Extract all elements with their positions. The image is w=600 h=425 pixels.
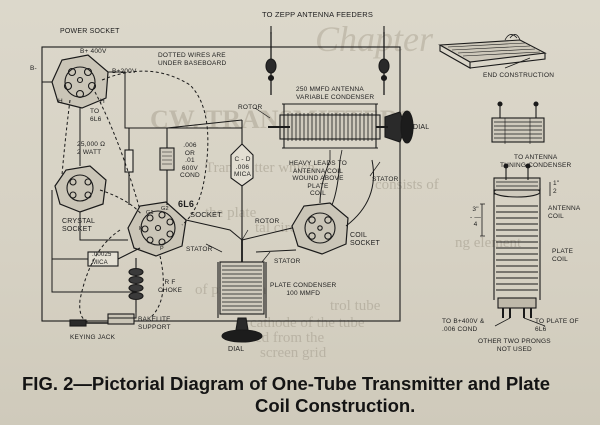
- antenna-variable-condenser: [268, 103, 381, 149]
- label-heavy-leads: HEAVY LEADS TO ANTENNA COIL WOUND ABOVE …: [289, 160, 347, 197]
- bg-body-line: consists of: [375, 177, 439, 193]
- coil-construction-detail: [480, 101, 551, 327]
- leader-lines: [205, 107, 381, 263]
- label-to-b400: TO B+400V & .006 COND: [442, 318, 485, 333]
- crystal-socket: [54, 165, 107, 213]
- plate-condenser: [217, 240, 267, 318]
- label-stator: STATOR: [186, 246, 213, 253]
- label-tube-6l6: 6L6: [178, 199, 195, 209]
- bg-body-line: cathode of the tube: [250, 315, 365, 331]
- label-to-plate: TO PLATE OF 6L6: [535, 318, 579, 333]
- label-mica-00025: .00025 MICA: [92, 252, 112, 266]
- bg-body-line: screen grid: [260, 345, 327, 361]
- label-antenna-coil: ANTENNA COIL: [548, 205, 581, 220]
- heavy-leads: [329, 149, 343, 161]
- keying-jack: [69, 313, 135, 327]
- label-socket: SOCKET: [190, 210, 223, 219]
- label-coil-socket: COIL SOCKET: [350, 232, 380, 247]
- label-pin-g1: G1: [146, 210, 154, 216]
- power-socket: [51, 54, 109, 109]
- label-b-plus-400: B+ 400V: [80, 48, 107, 55]
- figure-caption-line1: FIG. 2—Pictorial Diagram of One-Tube Tra…: [22, 373, 551, 394]
- dotted-wiring: [61, 70, 209, 324]
- label-b-minus: B-: [30, 65, 37, 72]
- figure-caption-line2: Coil Construction.: [255, 395, 416, 416]
- label-pin-k: K: [139, 226, 143, 232]
- feeder-clip: [378, 58, 390, 82]
- label-antenna-condenser: 250 MMFD ANTENNA VARIABLE CONDENSER: [296, 86, 375, 101]
- end-construction-sketch: [438, 34, 547, 69]
- coil-socket: [291, 202, 349, 255]
- label-plate-condenser: PLATE CONDENSER 100 MMFD: [270, 282, 337, 297]
- label-zepp-feeders: TO ZEPP ANTENNA FEEDERS: [262, 10, 374, 19]
- label-coil-spacing-right: 1" 2: [553, 180, 560, 195]
- label-h: H: [58, 98, 63, 105]
- label-cond-006: .006 OR .01 600V COND: [180, 142, 200, 179]
- label-plate-coil: PLATE COIL: [552, 248, 574, 263]
- rf-choke: [128, 258, 144, 312]
- label-rotor: ROTOR: [238, 104, 263, 111]
- label-to-6l6: TO 6L6: [90, 108, 102, 123]
- label-crystal-socket: CRYSTAL SOCKET: [62, 218, 96, 233]
- bg-body-line: the plate: [205, 205, 257, 221]
- label-dial: DIAL: [413, 124, 430, 131]
- label-pin-g2: G2: [161, 206, 169, 212]
- feeder-arrow: [270, 26, 385, 34]
- tube-6l6-socket: [127, 201, 187, 257]
- label-bakelite-support: BAKELITE SUPPORT: [138, 316, 171, 331]
- feeder-clip: [265, 58, 277, 82]
- antenna-dial: [376, 110, 414, 144]
- label-coil-spacing: 3" - — 4: [470, 206, 482, 228]
- label-pin-p: P: [160, 246, 164, 252]
- label-b-plus-200: B+200V: [112, 68, 137, 75]
- label-keying-jack: KEYING JACK: [70, 334, 116, 341]
- cd-mica-condenser: [230, 120, 254, 240]
- label-power-socket: POWER SOCKET: [60, 28, 120, 35]
- plate-dial: [221, 317, 263, 343]
- label-to-antenna-tuning: TO ANTENNA TUNING CONDENSER: [500, 154, 572, 169]
- label-h: H: [100, 98, 105, 105]
- label-other-prongs: OTHER TWO PRONGS NOT USED: [478, 338, 551, 353]
- bg-body-line: trol tube: [330, 298, 381, 314]
- label-dial: DIAL: [228, 346, 245, 353]
- mica-00025-condenser: [52, 247, 141, 267]
- bg-body-line: ng element: [455, 235, 522, 251]
- bg-chapter-heading: Chapter: [315, 19, 434, 59]
- label-cd-mica: C - D .006 MICA: [234, 156, 252, 178]
- bg-body-line: ed from the: [255, 330, 325, 346]
- label-stator: STATOR: [274, 258, 301, 265]
- label-rotor: ROTOR: [255, 218, 280, 225]
- label-end-construction: END CONSTRUCTION: [483, 72, 555, 79]
- resistor-25000-ohm: [124, 128, 134, 205]
- solid-wiring: [42, 71, 374, 319]
- condenser-006-600v: [159, 128, 175, 205]
- label-rf-choke: R F CHOKE: [158, 279, 183, 294]
- label-resistor: 25,000 Ω 2 WATT: [77, 141, 106, 156]
- label-dotted-wires: DOTTED WIRES ARE UNDER BASEBOARD: [158, 52, 227, 67]
- label-stator: STATOR: [372, 176, 399, 183]
- baseboard-outline: [41, 46, 401, 322]
